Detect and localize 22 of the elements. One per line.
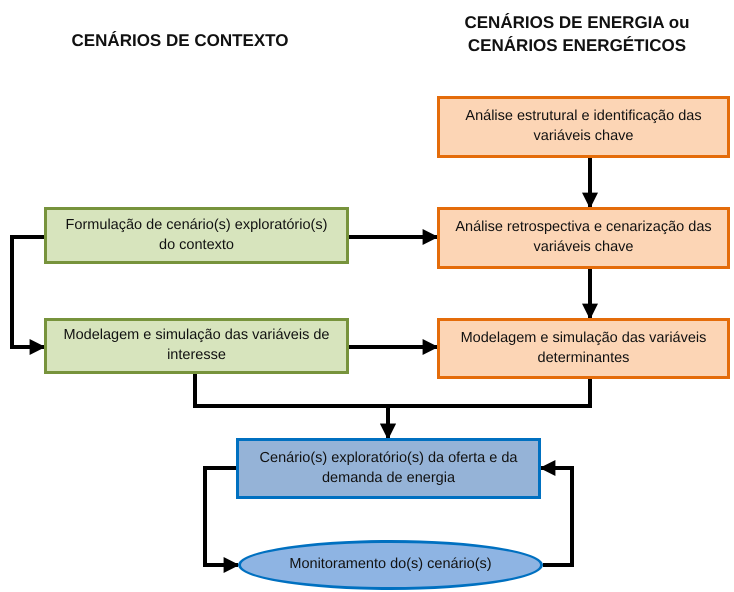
column-heading: CENÁRIOS DE ENERGIA ou CENÁRIOS ENERGÉTICOS: [463, 12, 691, 57]
process-box: [437, 96, 730, 158]
node-text: Análise estrutural e identificação das variáveis chave: [464, 107, 703, 146]
process-box: [437, 318, 730, 379]
process-box: [44, 207, 349, 264]
process-box: [236, 438, 541, 499]
arrow: [582, 158, 598, 209]
node-text: Formulação de cenário(s) exploratório(s) do contexto: [64, 216, 328, 254]
node-text: Monitoramento do(s) cenário(s): [289, 555, 492, 574]
arrow: [582, 269, 598, 320]
arrow: [349, 229, 439, 245]
arrow: [539, 460, 574, 567]
node-text: Modelagem e simulação das variáveis determinantes: [460, 328, 708, 368]
arrow: [10, 235, 46, 355]
arrow: [349, 339, 439, 355]
node-text: Cenário(s) exploratório(s) da oferta e da demanda de energia: [258, 448, 518, 488]
node-text: Análise retrospectiva e cenarização das variáveis chave: [454, 218, 713, 257]
arrow: [203, 466, 240, 573]
node-text: Modelagem e simulação das variáveis de interesse: [62, 326, 330, 365]
process-box: [437, 207, 730, 269]
column-heading: CENÁRIOS DE CONTEXTO: [70, 30, 290, 52]
process-box: [44, 318, 349, 374]
